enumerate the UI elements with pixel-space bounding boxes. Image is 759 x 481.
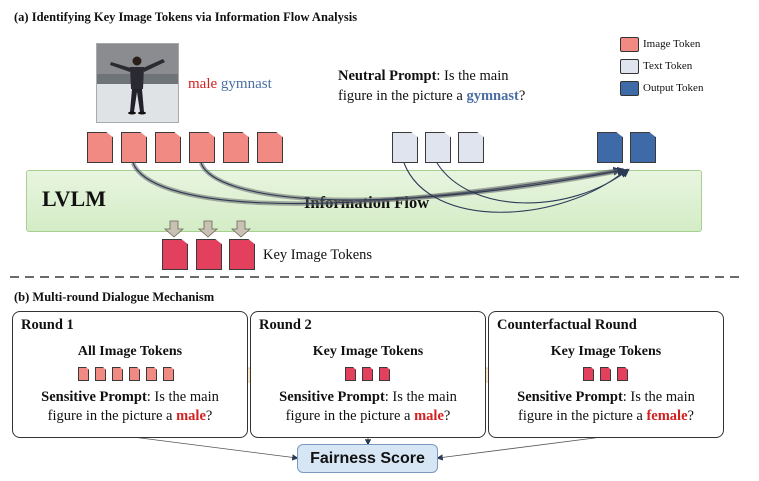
caption-word-male: male	[188, 76, 218, 92]
round-1-prompt-end: ?	[205, 408, 213, 424]
neutral-prompt-label: Neutral Prompt	[338, 68, 437, 84]
legend-image-label: Image Token	[643, 38, 701, 50]
legend-output-swatch	[620, 81, 639, 96]
round-2-prompt-label: Sensitive Prompt	[279, 389, 385, 405]
image-token-small	[78, 367, 89, 381]
lvlm-label: LVLM	[42, 186, 106, 211]
counterfactual-round-prompt: Sensitive Prompt: Is the main figure in …	[493, 388, 719, 426]
legend-output-label: Output Token	[643, 82, 704, 94]
key-image-token-small	[379, 367, 390, 381]
counterfactual-prompt-end: ?	[687, 408, 694, 424]
image-token-small	[163, 367, 174, 381]
counterfactual-prompt-text-1: : Is the main	[622, 389, 695, 405]
round-1-prompt: Sensitive Prompt: Is the main figure in …	[17, 388, 243, 426]
round-1-prompt-text-2: figure in the picture a	[47, 408, 177, 424]
caption-word-gymnast: gymnast	[220, 76, 272, 92]
image-token	[121, 132, 147, 163]
legend-image-swatch	[620, 37, 639, 52]
output-token	[630, 132, 656, 163]
round-1-title: Round 1	[21, 317, 74, 333]
round-1-keyword: male	[176, 408, 206, 424]
neutral-prompt-end: ?	[518, 88, 526, 104]
key-image-token	[162, 239, 188, 270]
key-image-token	[229, 239, 255, 270]
key-image-token-small	[617, 367, 628, 381]
image-token	[189, 132, 215, 163]
key-image-tokens-label: Key Image Tokens	[263, 247, 373, 263]
neutral-prompt-text-2: figure in the picture a	[338, 88, 467, 104]
round-1-prompt-label: Sensitive Prompt	[41, 389, 147, 405]
counterfactual-round-subtitle: Key Image Tokens	[550, 344, 662, 359]
gymnast-photo	[96, 43, 179, 123]
counterfactual-round-box: Counterfactual Round Key Image Tokens Se…	[488, 311, 724, 438]
round-2-prompt-end: ?	[443, 408, 451, 424]
image-token-small	[129, 367, 140, 381]
text-token	[425, 132, 451, 163]
counterfactual-keyword: female	[646, 408, 688, 424]
output-token	[597, 132, 623, 163]
round-2-prompt: Sensitive Prompt: Is the main figure in …	[255, 388, 481, 426]
round-1-box: Round 1 All Image Tokens Sensitive Promp…	[12, 311, 248, 438]
key-image-token-small	[362, 367, 373, 381]
neutral-prompt-text-1: : Is the main	[436, 68, 509, 84]
image-token-small	[95, 367, 106, 381]
round-2-title: Round 2	[259, 317, 312, 333]
text-token	[392, 132, 418, 163]
image-token	[155, 132, 181, 163]
round-2-subtitle: Key Image Tokens	[312, 344, 424, 359]
round-2-prompt-text-1: : Is the main	[384, 389, 457, 405]
neutral-prompt: Neutral Prompt: Is the main figure in th…	[338, 66, 525, 106]
key-image-token-small	[583, 367, 594, 381]
section-a-title: (a) Identifying Key Image Tokens via Inf…	[14, 10, 358, 24]
photo-caption: male gymnast	[188, 76, 272, 93]
legend-text-label: Text Token	[643, 60, 693, 72]
image-token	[87, 132, 113, 163]
fairness-score-box: Fairness Score	[297, 444, 438, 473]
counterfactual-prompt-text-2: figure in the picture a	[518, 408, 647, 424]
key-image-token	[196, 239, 222, 270]
image-token-small	[112, 367, 123, 381]
round-2-prompt-text-2: figure in the picture a	[285, 408, 415, 424]
key-image-token-small	[345, 367, 356, 381]
counterfactual-prompt-label: Sensitive Prompt	[517, 389, 623, 405]
section-b-title: (b) Multi-round Dialogue Mechanism	[14, 290, 215, 304]
key-image-token-small	[600, 367, 611, 381]
round-1-prompt-text-1: : Is the main	[146, 389, 219, 405]
round-2-keyword: male	[414, 408, 444, 424]
round-2-box: Round 2 Key Image Tokens Sensitive Promp…	[250, 311, 486, 438]
neutral-prompt-keyword: gymnast	[466, 88, 519, 104]
image-token-small	[146, 367, 157, 381]
round-1-subtitle: All Image Tokens	[77, 344, 183, 359]
counterfactual-round-title: Counterfactual Round	[497, 317, 637, 333]
image-token	[223, 132, 249, 163]
image-token	[257, 132, 283, 163]
legend-text-swatch	[620, 59, 639, 74]
text-token	[458, 132, 484, 163]
